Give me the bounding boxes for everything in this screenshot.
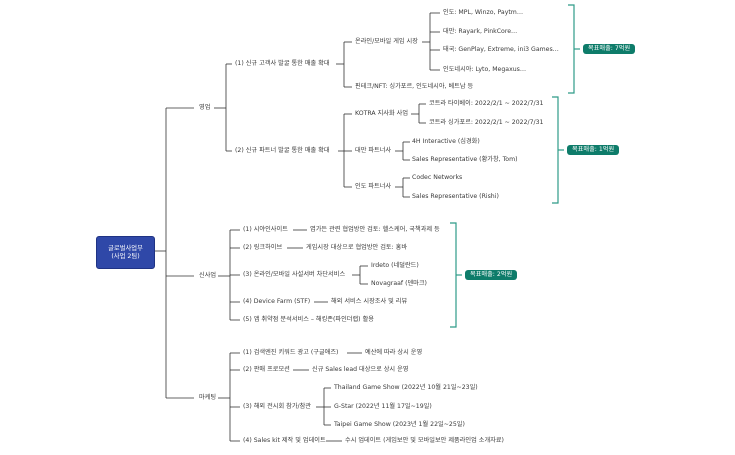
newbiz-item-3: (3) 온라인/모바일 사설서버 차단서비스 xyxy=(243,271,346,278)
root-label-line1: 글로벌사업부 xyxy=(108,244,143,252)
fintech-nft: 핀테크/NFT: 싱가포르, 인도네시아, 베트남 등 xyxy=(355,83,474,90)
node-new-biz: 신사업 xyxy=(199,272,217,279)
taiwan-partner-1: 4H Interactive (심경화) xyxy=(412,138,480,145)
event-thailand-game-show: Thailand Game Show (2022년 10월 21일~23일) xyxy=(334,384,478,391)
newbiz-item-2-desc: 게임시장 대상으로 협업방안 검토: 홍바 xyxy=(306,244,408,251)
root-node: 글로벌사업부 (사업 2팀) xyxy=(96,236,155,269)
newbiz-item-4-desc: 해외 서비스 시장조사 및 리뷰 xyxy=(331,298,408,305)
kotra-singapore: 코트라 싱가포르: 2022/2/1 ~ 2022/7/31 xyxy=(429,119,544,126)
marketing-item-1: (1) 검색엔진 키워드 광고 (구글애즈) xyxy=(243,349,339,356)
india-partner: 인도 파트너사 xyxy=(355,183,392,190)
market-indonesia: 인도네시아: Lyto, Megaxus… xyxy=(443,66,527,73)
kotra-taipei: 코트라 타이베이: 2022/2/1 ~ 2022/7/31 xyxy=(429,100,544,107)
india-partner-1: Codec Networks xyxy=(412,174,463,181)
newbiz-item-1-desc: 엽가든 관련 협업방안 검토: 헬스케어, 국책과제 등 xyxy=(310,226,440,233)
newbiz-item-3-novagraaf: Novagraaf (덴마크) xyxy=(371,280,427,287)
marketing-item-4: (4) Sales kit 제작 및 업데이트 xyxy=(243,437,326,444)
taiwan-partner-2: Sales Representative (황가창, Tom) xyxy=(412,156,518,163)
sales-item-1: (1) 신규 고객사 발굴 통한 매출 확대 xyxy=(235,60,330,67)
sales-target-1: 목표매출: 7억원 xyxy=(583,44,636,54)
sales-target-2: 목표매출: 1억원 xyxy=(567,145,620,155)
event-taipei-game-show: Taipei Game Show (2023년 1월 22일~25일) xyxy=(334,421,465,428)
newbiz-item-3-irdeto: Irdeto (네덜란드) xyxy=(371,262,419,269)
newbiz-item-1: (1) 시야인사이트 xyxy=(243,226,288,233)
marketing-item-2-desc: 신규 Sales lead 대상으로 상시 운영 xyxy=(312,366,409,373)
marketing-item-4-desc: 수시 업데이트 (게임보안 및 모바일보안 제품라인업 소개자료) xyxy=(345,437,504,444)
taiwan-partner: 대만 파트너사 xyxy=(355,147,392,154)
newbiz-item-4: (4) Device Farm (STF) xyxy=(243,298,311,305)
market-india: 인도: MPL, Winzo, Paytm… xyxy=(443,9,524,16)
node-sales: 영업 xyxy=(199,104,211,111)
event-g-star: G-Star (2022년 11월 17일~19일) xyxy=(334,403,432,410)
kotra-program: KOTRA 지사화 사업 xyxy=(355,110,409,117)
newbiz-item-5: (5) 앱 취약점 분석서비스 – 해킹존(파인더랩) 활용 xyxy=(243,316,374,323)
sales-item-2: (2) 신규 파트너 발굴 통한 매출 확대 xyxy=(235,147,330,154)
marketing-item-3: (3) 해외 전시회 참가/참관 xyxy=(243,403,311,410)
node-marketing: 마케팅 xyxy=(199,394,217,401)
root-label-line2: (사업 2팀) xyxy=(111,252,140,260)
marketing-item-2: (2) 판매 프로모션 xyxy=(243,366,290,373)
marketing-item-1-desc: 예산에 따라 상시 운영 xyxy=(365,349,423,356)
market-taiwan: 대만: Rayark, PinkCore… xyxy=(443,28,518,35)
newbiz-item-2: (2) 링크하이브 xyxy=(243,244,283,251)
india-partner-2: Sales Representative (Rishi) xyxy=(412,193,499,200)
online-game-market: 온라인/모바일 게임 시장 xyxy=(355,38,418,45)
newbiz-target: 목표매출: 2억원 xyxy=(465,270,518,280)
market-thailand: 태국: GenPlay, Extreme, ini3 Games… xyxy=(443,46,559,53)
